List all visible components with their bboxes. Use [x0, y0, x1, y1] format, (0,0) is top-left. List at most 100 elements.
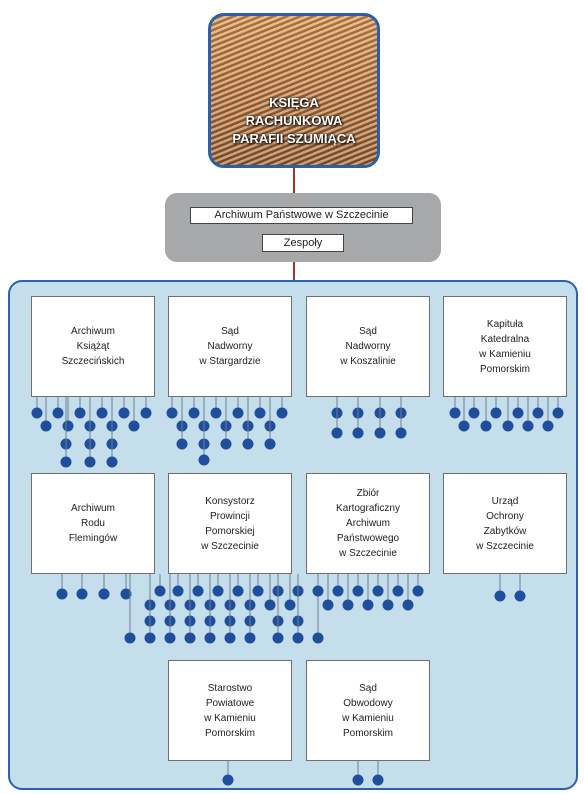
- sub-collection-dot: [331, 427, 343, 439]
- archive-title: Archiwum Państwowe w Szczecinie: [190, 207, 413, 224]
- sub-collection-dot: [118, 407, 130, 419]
- sub-collection-dot: [106, 456, 118, 468]
- sub-collection-dot: [264, 599, 276, 611]
- unit-label: Sąd Nadworny w Koszalinie: [340, 326, 396, 367]
- sub-collection-dot: [40, 420, 52, 432]
- sub-collection-dot: [212, 585, 224, 597]
- sub-collection-dot: [372, 774, 384, 786]
- sub-collection-dot: [242, 438, 254, 450]
- sub-collection-dot: [166, 407, 178, 419]
- sub-collection-dot: [224, 632, 236, 644]
- sub-collection-dot: [74, 407, 86, 419]
- sub-collection-dot: [204, 632, 216, 644]
- unit-card: Starostwo Powiatowe w Kamieniu Pomorskim: [168, 660, 292, 761]
- sub-collection-dot: [352, 585, 364, 597]
- sub-collection-dot: [252, 585, 264, 597]
- sub-collection-dot: [164, 632, 176, 644]
- sub-collection-dot: [395, 427, 407, 439]
- unit-card: Konsystorz Prowincji Pomorskiej w Szczec…: [168, 473, 292, 574]
- sub-collection-dot: [372, 585, 384, 597]
- sub-collection-dot: [362, 599, 374, 611]
- sub-collection-dot: [144, 632, 156, 644]
- sub-collection-dot: [98, 588, 110, 600]
- sub-collection-dot: [210, 407, 222, 419]
- sub-collection-dot: [284, 599, 296, 611]
- unit-card: Archiwum Rodu Flemingów: [31, 473, 155, 574]
- archive-box: Archiwum Państwowe w Szczecinie Zespoły: [165, 193, 441, 262]
- unit-card: Sąd Nadworny w Koszalinie: [306, 296, 430, 397]
- sub-collection-dot: [458, 420, 470, 432]
- sub-collection-dot: [512, 407, 524, 419]
- sub-collection-dot: [140, 407, 152, 419]
- sub-collection-dot: [124, 632, 136, 644]
- connector-line: [293, 262, 295, 282]
- unit-card: Archiwum Książąt Szczecińskich: [31, 296, 155, 397]
- sub-collection-dot: [402, 599, 414, 611]
- sub-collection-dot: [322, 599, 334, 611]
- sub-collection-dot: [56, 588, 68, 600]
- sub-collection-dot: [292, 632, 304, 644]
- sub-collection-dot: [220, 438, 232, 450]
- unit-label: Konsystorz Prowincji Pomorskiej w Szczec…: [201, 495, 259, 552]
- sub-collection-dot: [192, 585, 204, 597]
- sub-collection-dot: [552, 407, 564, 419]
- sub-collection-dot: [120, 588, 132, 600]
- sub-collection-dot: [184, 632, 196, 644]
- sub-collection-dot: [532, 407, 544, 419]
- sub-collection-dot: [352, 427, 364, 439]
- unit-card: Zbiór Kartograficzny Archiwum Państwoweg…: [306, 473, 430, 574]
- unit-card: Urząd Ochrony Zabytków w Szczecinie: [443, 473, 567, 574]
- sub-collection-dot: [84, 456, 96, 468]
- unit-label: Urząd Ochrony Zabytków w Szczecinie: [476, 495, 534, 552]
- sub-collection-dot: [412, 585, 424, 597]
- unit-label: Sąd Nadworny w Stargardzie: [199, 326, 261, 367]
- sub-collection-dot: [272, 632, 284, 644]
- sub-collection-dot: [31, 407, 43, 419]
- unit-label: Kapituła Katedralna w Kamieniu Pomorskim: [479, 318, 531, 375]
- book-title-line: PARAFII SZUMIĄCA: [232, 131, 356, 146]
- sub-collection-dot: [60, 456, 72, 468]
- sub-collection-dot: [502, 420, 514, 432]
- sub-collection-dot: [232, 585, 244, 597]
- unit-label: Archiwum Rodu Flemingów: [68, 503, 118, 544]
- connector-line: [293, 168, 295, 193]
- unit-label: Sąd Obwodowy w Kamieniu Pomorskim: [342, 682, 394, 739]
- sub-collection-dot: [188, 407, 200, 419]
- sub-collection-dot: [449, 407, 461, 419]
- book-title-line: RACHUNKOWA: [245, 113, 343, 128]
- sub-collection-dot: [276, 407, 288, 419]
- book-title: KSIĘGA RACHUNKOWA PARAFII SZUMIĄCA: [211, 94, 377, 148]
- unit-label: Starostwo Powiatowe w Kamieniu Pomorskim: [204, 682, 256, 739]
- sub-collection-dot: [514, 590, 526, 602]
- sub-collection-dot: [172, 585, 184, 597]
- sub-collection-dot: [332, 585, 344, 597]
- unit-label: Zbiór Kartograficzny Archiwum Państwoweg…: [336, 488, 400, 559]
- sub-collection-dot: [494, 590, 506, 602]
- sub-collection-dot: [490, 407, 502, 419]
- sub-collection-dot: [382, 599, 394, 611]
- unit-card: Kapituła Katedralna w Kamieniu Pomorskim: [443, 296, 567, 397]
- sub-collection-dot: [468, 407, 480, 419]
- sub-collection-dot: [96, 407, 108, 419]
- sub-collection-dot: [198, 454, 210, 466]
- sub-collection-dot: [352, 774, 364, 786]
- sub-collection-dot: [264, 438, 276, 450]
- unit-label: Archiwum Książąt Szczecińskich: [61, 326, 125, 367]
- unit-card: Sąd Nadworny w Stargardzie: [168, 296, 292, 397]
- sub-collection-dot: [244, 632, 256, 644]
- sub-collection-dot: [480, 420, 492, 432]
- sub-collection-dot: [62, 420, 74, 432]
- book-cover-image: KSIĘGA RACHUNKOWA PARAFII SZUMIĄCA: [208, 13, 380, 168]
- sub-collection-dot: [76, 588, 88, 600]
- sub-collection-dot: [312, 585, 324, 597]
- sub-collection-dot: [52, 407, 64, 419]
- sub-collection-dot: [342, 599, 354, 611]
- sub-collection-dot: [522, 420, 534, 432]
- sub-collection-dot: [222, 774, 234, 786]
- sub-collection-dot: [374, 427, 386, 439]
- unit-card: Sąd Obwodowy w Kamieniu Pomorskim: [306, 660, 430, 761]
- sub-collection-dot: [312, 632, 324, 644]
- sub-collection-dot: [542, 420, 554, 432]
